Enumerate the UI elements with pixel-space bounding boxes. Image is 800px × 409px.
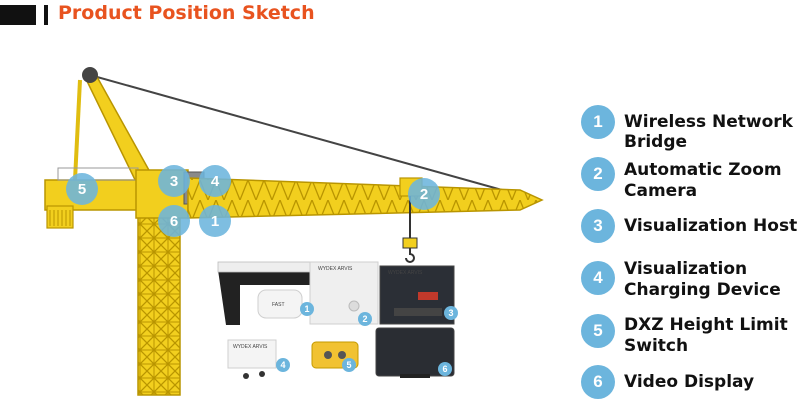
legend-number: 5 [581, 314, 615, 348]
title-bar: Product Position Sketch [0, 0, 330, 30]
legend-label-line2: Switch [624, 336, 689, 356]
legend-label-line2: Camera [624, 181, 698, 201]
legend-label-line1: Video Display [624, 372, 755, 392]
device-marker-3: 3 [444, 306, 458, 320]
legend-item-wireless-bridge: 1 Wireless Network Bridge [578, 103, 800, 152]
title-marker-line [44, 5, 48, 25]
legend-item-zoom-camera: 2 Automatic Zoom Camera [578, 155, 800, 201]
crane-marker-2: 2 [408, 178, 440, 210]
host-label: WYDEX ARVIS [388, 270, 423, 276]
legend-label-line1: Visualization Host [624, 216, 798, 236]
legend-label-line2: Bridge [624, 132, 688, 152]
device-marker-2: 2 [358, 312, 372, 326]
camera-label: WYDEX ARVIS [318, 266, 353, 272]
legend-item-video-display: 6 Video Display [578, 363, 800, 409]
hook-block [402, 237, 418, 249]
crane-marker-5: 5 [66, 173, 98, 205]
back-strut [73, 79, 82, 181]
charger-label: WYDEX ARVIS [233, 344, 268, 350]
legend-number: 1 [581, 105, 615, 139]
apex-pulley [82, 67, 98, 83]
crane-marker-3: 3 [158, 165, 190, 197]
legend-number: 2 [581, 157, 615, 191]
device-marker-4: 4 [276, 358, 290, 372]
legend-number: 4 [581, 261, 615, 295]
title-marker-block [0, 5, 36, 25]
legend-item-charging-device: 4 Visualization Charging Device [578, 259, 800, 305]
legend-number: 6 [581, 365, 615, 399]
legend-label-line1: Wireless Network [624, 112, 793, 132]
counterweight [46, 205, 74, 229]
page-title: Product Position Sketch [58, 2, 315, 24]
legend-item-height-limit-switch: 5 DXZ Height Limit Switch [578, 312, 800, 358]
tie-cable [89, 74, 539, 201]
legend-label-line1: DXZ Height Limit [624, 315, 788, 335]
hook [405, 248, 415, 263]
device-charging [227, 339, 277, 369]
crane-marker-6: 6 [158, 205, 190, 237]
crane-jib [187, 177, 544, 219]
legend-label-line2: Charging Device [624, 280, 781, 300]
legend-item-visualization-host: 3 Visualization Host [578, 207, 800, 253]
device-marker-6: 6 [438, 362, 452, 376]
device-marker-1: 1 [300, 302, 314, 316]
crane-marker-1: 1 [199, 205, 231, 237]
device-marker-5: 5 [342, 358, 356, 372]
crane-marker-4: 4 [199, 165, 231, 197]
legend-number: 3 [581, 209, 615, 243]
bridge-label: FAST [272, 302, 285, 308]
legend: 1 Wireless Network Bridge 2 Automatic Zo… [578, 0, 800, 408]
legend-label-line1: Automatic Zoom [624, 160, 782, 180]
legend-label-line1: Visualization [624, 259, 748, 279]
